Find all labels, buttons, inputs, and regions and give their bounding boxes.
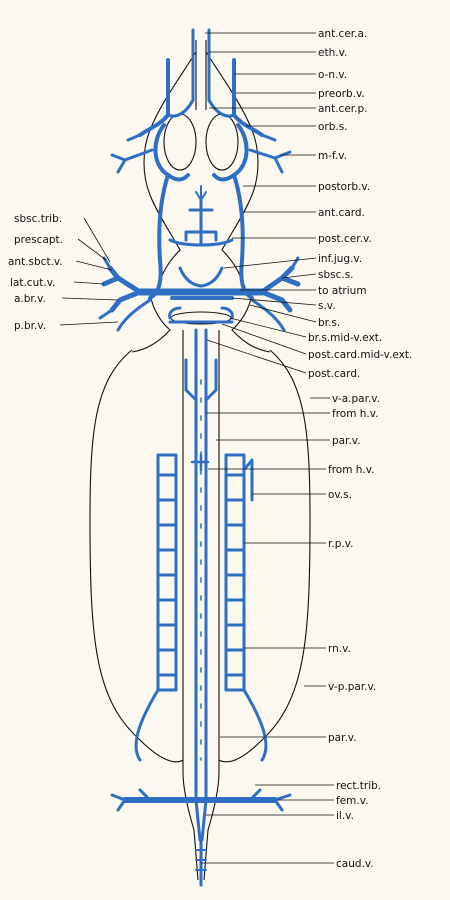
label-ant-cer-p: ant.cer.p. — [318, 103, 367, 115]
left-labels: sbsc.trib. prescapt. ant.sbct.v. lat.cut… — [8, 213, 118, 332]
vessels — [100, 30, 298, 885]
label-post-cer-v: post.cer.v. — [318, 233, 372, 245]
label-orb-s: orb.s. — [318, 121, 348, 133]
label-p-br-v: p.br.v. — [14, 320, 46, 332]
label-il-v: il.v. — [336, 810, 354, 822]
label-eth-v: eth.v. — [318, 47, 347, 59]
right-labels: ant.cer.a. eth.v. o-n.v. preorb.v. ant.c… — [201, 28, 412, 870]
label-ant-card: ant.card. — [318, 207, 365, 219]
label-to-atrium: to atrium — [318, 285, 367, 297]
label-o-n-v: o-n.v. — [318, 69, 347, 81]
label-par-v-1: par.v. — [332, 435, 361, 447]
label-par-v-2: par.v. — [328, 732, 357, 744]
label-sbsc-s: sbsc.s. — [318, 269, 354, 281]
label-m-f-v: m-f.v. — [318, 150, 347, 162]
label-from-h-v-1: from h.v. — [332, 408, 379, 420]
label-r-p-v: r.p.v. — [328, 538, 353, 550]
label-v-a-par-v: v-a.par.v. — [332, 393, 380, 405]
label-lat-cut-v: lat.cut.v. — [10, 277, 55, 289]
label-br-s-mid-v-ext: br.s.mid-v.ext. — [308, 332, 382, 344]
left-renal-portal — [158, 455, 176, 690]
label-fem-v: fem.v. — [336, 795, 368, 807]
label-preorb-v: preorb.v. — [318, 88, 365, 100]
label-br-s: br.s. — [318, 317, 340, 329]
label-ant-cer-a: ant.cer.a. — [318, 28, 367, 40]
label-from-h-v-2: from h.v. — [328, 464, 375, 476]
label-ov-s: ov.s. — [328, 489, 352, 501]
label-post-card: post.card. — [308, 368, 360, 380]
label-post-card-mid-v-ext: post.card.mid-v.ext. — [308, 349, 412, 361]
label-postorb-v: postorb.v. — [318, 181, 370, 193]
label-sbsc-trib: sbsc.trib. — [14, 213, 62, 225]
label-s-v: s.v. — [318, 300, 336, 312]
label-caud-v: caud.v. — [336, 858, 374, 870]
right-renal-portal — [226, 455, 244, 690]
label-rn-v: rn.v. — [328, 643, 351, 655]
label-inf-jug-v: inf.jug.v. — [318, 253, 362, 265]
label-prescapt: prescapt. — [14, 234, 63, 246]
label-rect-trib: rect.trib. — [336, 780, 381, 792]
label-ant-sbct-v: ant.sbct.v. — [8, 256, 63, 268]
label-v-p-par-v: v-p.par.v. — [328, 681, 376, 693]
label-a-br-v: a.br.v. — [14, 293, 46, 305]
